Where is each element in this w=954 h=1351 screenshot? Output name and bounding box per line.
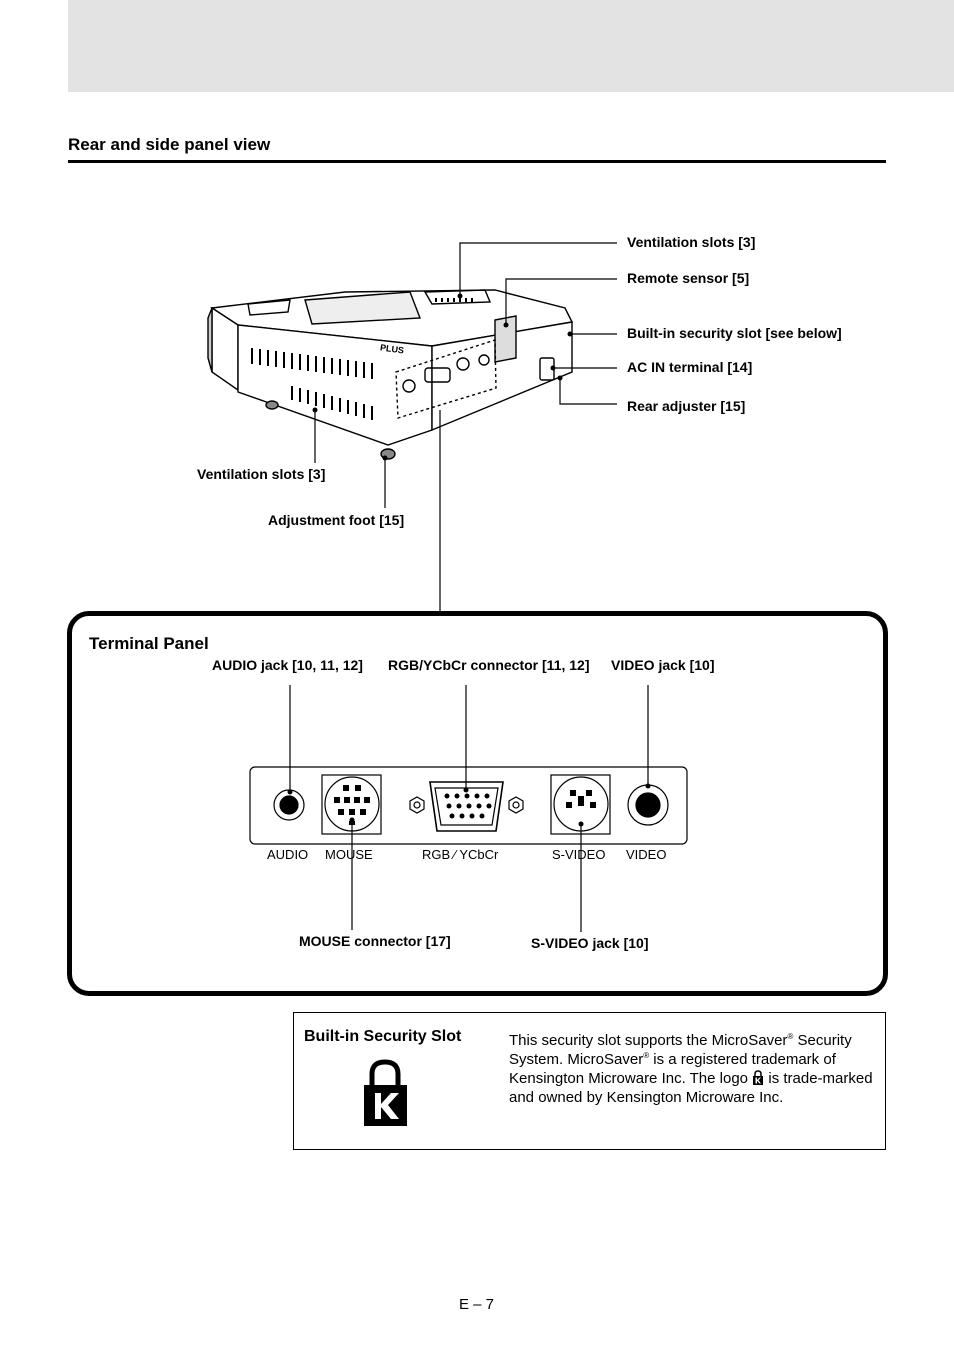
callout-ventilation-top: Ventilation slots [3] bbox=[627, 234, 756, 250]
port-label-rgb: RGB ⁄ YCbCr bbox=[422, 847, 499, 862]
section-rule bbox=[68, 160, 886, 163]
callout-adjustment-foot: Adjustment foot [15] bbox=[268, 512, 405, 528]
callout-ventilation-side: Ventilation slots [3] bbox=[197, 466, 326, 482]
security-slot-box bbox=[293, 1012, 886, 1150]
callout-remote-sensor: Remote sensor [5] bbox=[627, 270, 750, 286]
port-label-svideo: S-VIDEO bbox=[552, 847, 606, 862]
security-text-3: is a registered trademark of Kensington … bbox=[509, 1051, 836, 1087]
section-title: Rear and side panel view bbox=[68, 135, 271, 154]
callout-mouse-connector: MOUSE connector [17] bbox=[299, 933, 451, 949]
port-label-video: VIDEO bbox=[626, 847, 667, 862]
callout-rgb-connector: RGB/YCbCr connector [11, 12] bbox=[388, 657, 590, 673]
port-label-audio: AUDIO bbox=[267, 847, 309, 862]
callout-security-slot: Built-in security slot [see below] bbox=[627, 325, 842, 341]
callout-ac-in: AC IN terminal [14] bbox=[627, 359, 753, 375]
callout-rear-adjuster: Rear adjuster [15] bbox=[627, 398, 746, 414]
security-text-4: is trade-marked and owned by Kensington … bbox=[509, 1070, 873, 1106]
page-number: E – 7 bbox=[459, 1296, 495, 1313]
port-label-mouse: MOUSE bbox=[325, 847, 373, 862]
registered-mark: ® bbox=[787, 1032, 794, 1041]
header-band bbox=[68, 0, 954, 92]
security-slot-title: Built-in Security Slot bbox=[304, 1028, 462, 1045]
terminal-panel-title: Terminal Panel bbox=[89, 634, 209, 653]
security-text-2: Security System. MicroSaver bbox=[509, 1032, 852, 1068]
callout-audio-jack: AUDIO jack [10, 11, 12] bbox=[212, 657, 363, 673]
terminal-panel-box bbox=[67, 611, 888, 996]
callout-svideo-jack: S-VIDEO jack [10] bbox=[531, 935, 649, 951]
security-description: This security slot supports the MicroSav… bbox=[509, 1031, 881, 1107]
registered-mark: ® bbox=[643, 1051, 650, 1060]
callout-video-jack: VIDEO jack [10] bbox=[611, 657, 715, 673]
kensington-logo-icon bbox=[753, 1070, 764, 1085]
security-text-1: This security slot supports the MicroSav… bbox=[509, 1032, 788, 1049]
